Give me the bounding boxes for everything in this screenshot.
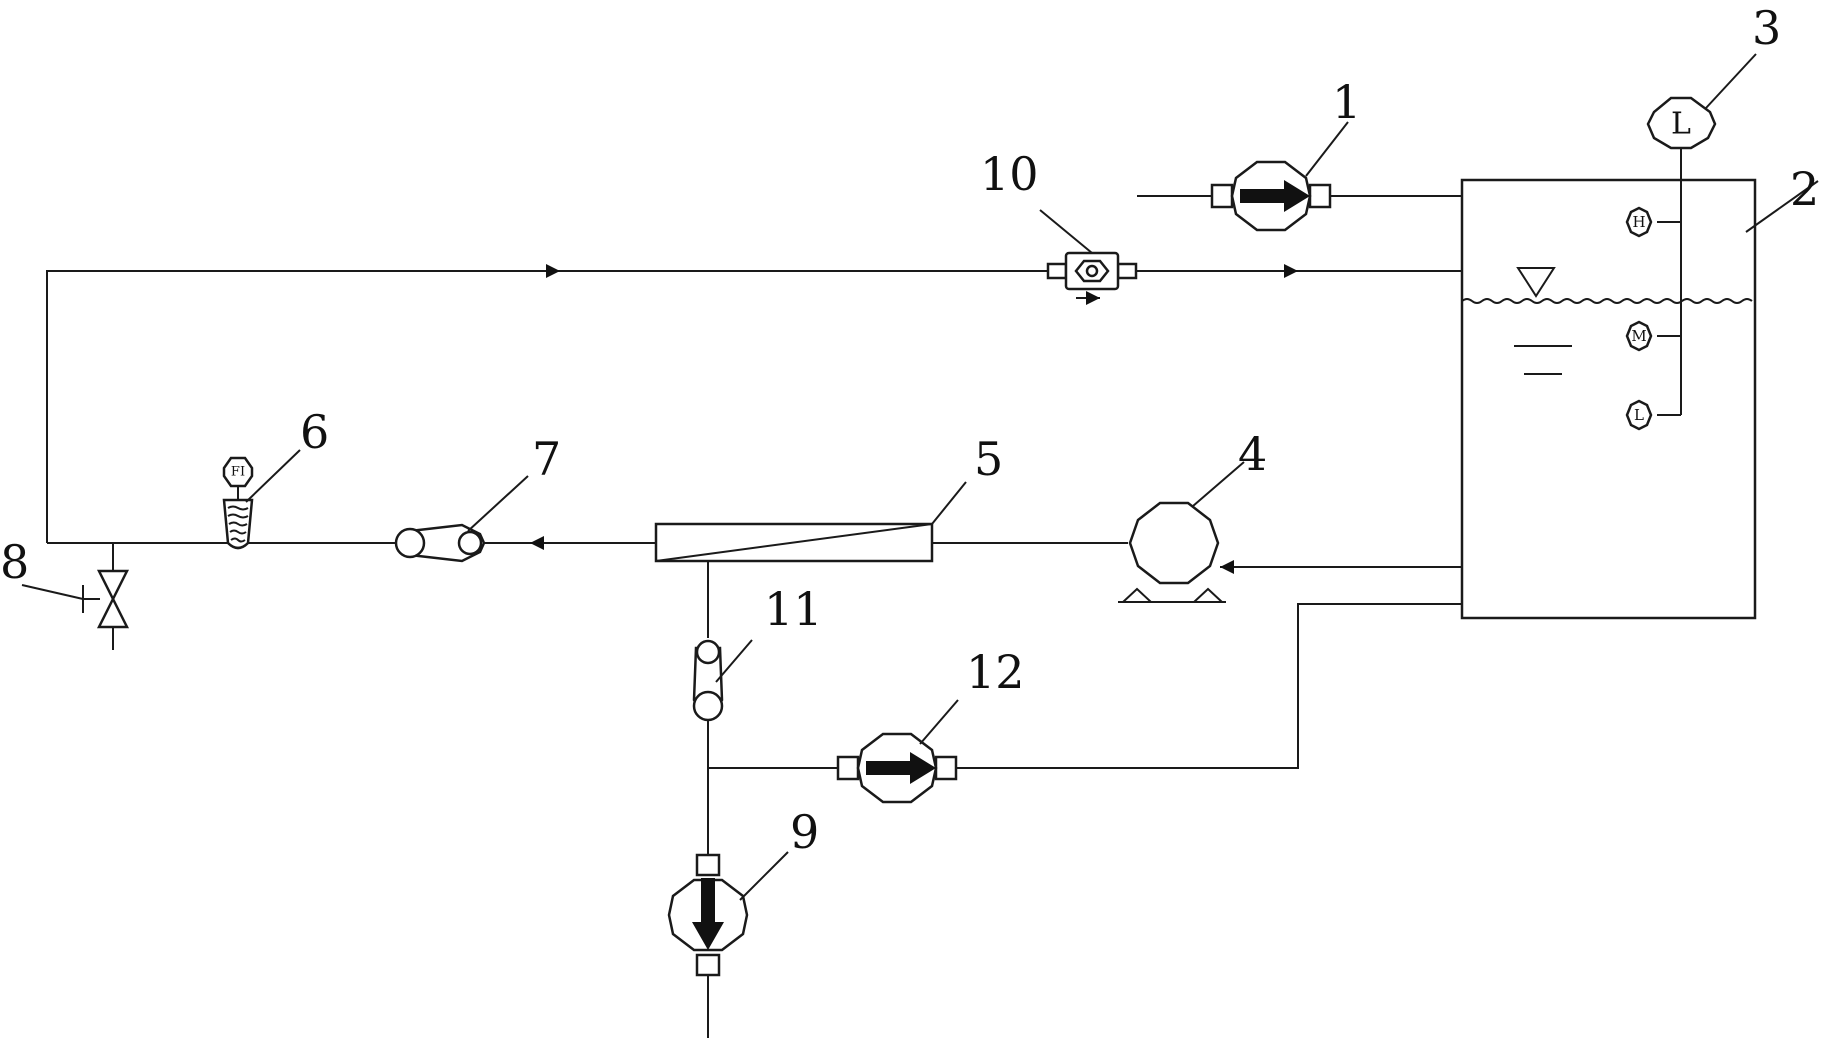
check-valve-7 (394, 523, 486, 563)
inlet-flowmeter (1210, 160, 1332, 232)
inline-monitor-device (1046, 251, 1138, 305)
callout-4: 4 (1238, 427, 1267, 481)
flow-indicator: FI (222, 456, 254, 550)
high-level-label: H (1632, 213, 1645, 231)
check-valve-11 (692, 639, 724, 722)
high-level-switch: H (1625, 206, 1653, 238)
piping (46, 195, 1462, 1038)
callout-8: 8 (0, 535, 29, 589)
flow-direction-arrow-icon (1240, 180, 1310, 212)
level-transmitter-icon (1646, 96, 1717, 150)
callout-6: 6 (300, 405, 329, 459)
flow-direction-arrow-icon (692, 878, 724, 950)
membrane-filter (654, 522, 934, 563)
flow-direction-arrow-icon (866, 752, 936, 784)
flow-arrows (530, 264, 1298, 550)
callout-12: 12 (966, 645, 1025, 699)
callout-3: 3 (1752, 1, 1781, 55)
callout-7: 7 (532, 432, 561, 486)
flow-indicator-label: FI (231, 465, 245, 480)
callout-2: 2 (1790, 162, 1819, 216)
low-level-label: L (1634, 406, 1644, 424)
callout-11: 11 (764, 582, 823, 636)
callout-labels: 1 2 3 4 5 6 7 8 9 10 11 12 (0, 1, 1819, 859)
level-transmitter-label: L (1671, 107, 1691, 142)
tank (1460, 178, 1757, 620)
callout-9: 9 (790, 805, 819, 859)
feed-pump (1118, 501, 1226, 603)
low-level-switch: L (1625, 399, 1653, 431)
callout-5: 5 (974, 432, 1003, 486)
level-sensor: L H M L (1625, 96, 1717, 431)
water-level-triangle-icon (1516, 267, 1556, 298)
mid-level-switch: M (1625, 320, 1653, 352)
callout-10: 10 (980, 147, 1039, 201)
liquid-surface-line (1461, 298, 1753, 304)
mid-level-label: M (1631, 327, 1646, 345)
callout-1: 1 (1332, 75, 1361, 129)
outlet-flowmeter (667, 853, 749, 977)
concentrate-flowmeter (836, 732, 958, 804)
leader-lines (21, 53, 1819, 901)
drain-valve (96, 569, 130, 629)
